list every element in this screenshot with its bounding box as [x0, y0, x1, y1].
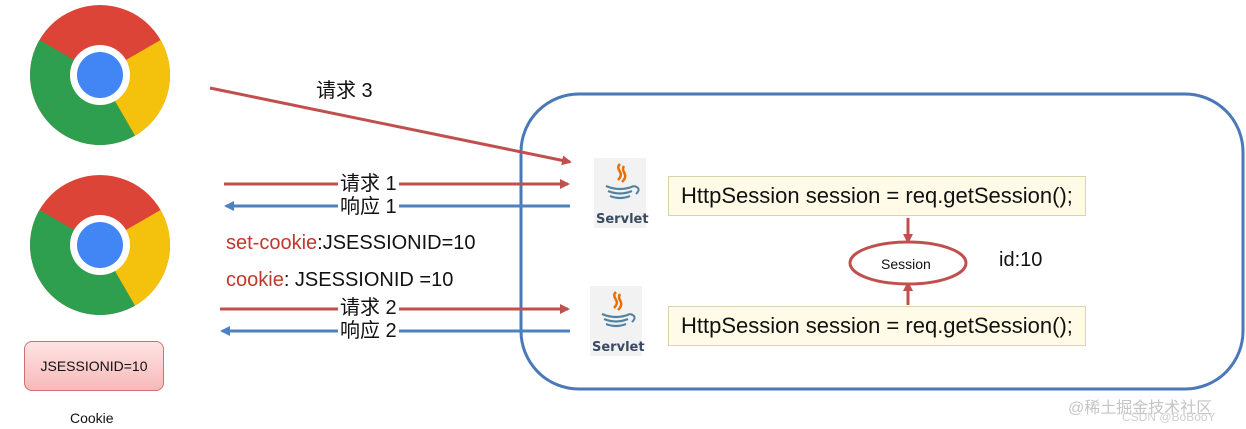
watermark-csdn: CSDN @BoBooY — [1122, 410, 1216, 424]
cookie-value-box: JSESSIONID=10 — [24, 341, 164, 391]
chrome-browser-icon — [30, 175, 170, 315]
cookie-value: : JSESSIONID =10 — [283, 269, 454, 291]
set-cookie-value: :JSESSIONID=10 — [317, 232, 476, 254]
request-3-arrow — [209, 86, 572, 166]
java-servlet-icon — [594, 158, 646, 228]
request-2-label: 请求 2 — [338, 297, 399, 319]
code-box-bottom: HttpSession session = req.getSession(); — [668, 306, 1086, 346]
session-label: Session — [881, 256, 931, 272]
request-3-label: 请求 3 — [314, 80, 375, 102]
servlet-label-2: Servlet — [592, 340, 645, 355]
chrome-browser-icon — [30, 5, 170, 145]
java-servlet-icon — [590, 286, 642, 356]
session-ellipse — [848, 240, 968, 286]
server-container — [519, 92, 1245, 391]
set-cookie-header: set-cookie:JSESSIONID=10 — [226, 231, 476, 255]
servlet-label-1: Servlet — [596, 212, 649, 227]
watermark-juejin: @稀土掘金技术社区 — [1068, 400, 1213, 417]
cookie-header: cookie: JSESSIONID =10 — [226, 268, 453, 292]
session-id-label: id:10 — [999, 249, 1043, 271]
response-1-label: 响应 1 — [338, 196, 399, 218]
response-2-label: 响应 2 — [338, 320, 399, 342]
cookie-key: cookie — [226, 269, 284, 291]
request-1-label: 请求 1 — [338, 173, 399, 195]
cookie-caption: Cookie — [70, 410, 114, 426]
set-cookie-key: set-cookie — [226, 232, 318, 254]
code-box-top: HttpSession session = req.getSession(); — [668, 176, 1086, 216]
